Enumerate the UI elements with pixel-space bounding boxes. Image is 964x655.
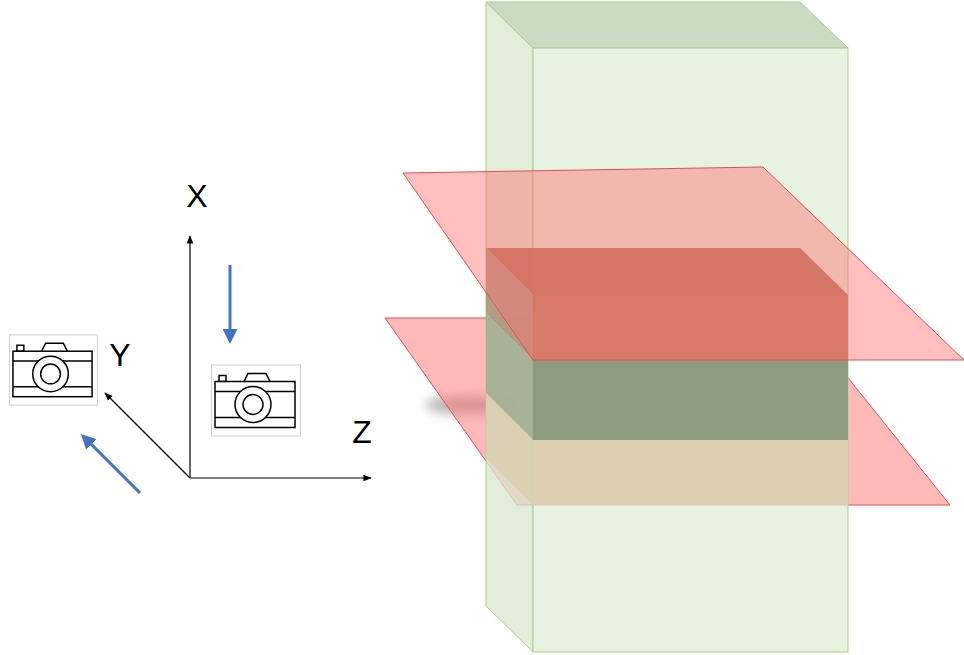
axis-label: Y: [109, 339, 130, 371]
view-arrow: [83, 436, 140, 493]
camera-icon: [9, 335, 97, 405]
axis-label: Z: [352, 416, 372, 448]
axes: [105, 236, 371, 478]
slice-plane: [403, 167, 964, 360]
axis-label: X: [186, 180, 207, 212]
view-arrow: [229, 265, 232, 341]
camera-icon: [212, 365, 301, 436]
